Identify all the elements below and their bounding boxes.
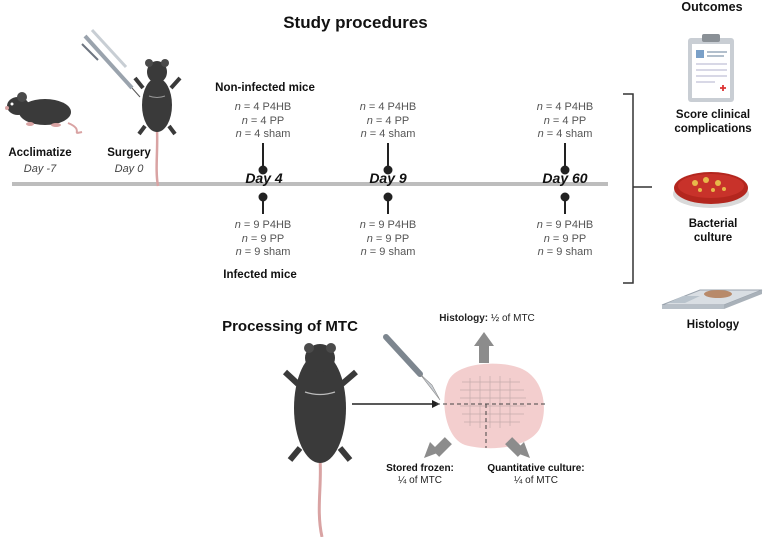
- surgery-day: Day 0: [114, 163, 144, 175]
- group-line: n = 9 sham: [235, 246, 291, 258]
- group-line: n = 4 P4HB: [234, 101, 292, 113]
- group-line: n = 9 P4HB: [234, 219, 292, 231]
- surgery-label: Surgery: [107, 147, 151, 159]
- microscope-slide-icon: [661, 289, 763, 309]
- group-line: n = 4 P4HB: [536, 101, 594, 113]
- day60-noninfected-groups: n = 4 P4HB n = 4 PP n = 4 sham: [527, 101, 603, 142]
- group-line: n = 9 PP: [241, 232, 285, 245]
- group-line: n = 9 sham: [360, 246, 416, 258]
- group-line: n = 4 PP: [241, 114, 285, 127]
- outcome-histology-label: Histology: [686, 319, 740, 331]
- quantitative-culture-label: Quantitative culture: ¼ of MTC: [487, 463, 585, 486]
- group-line: n = 4 sham: [360, 128, 416, 140]
- petri-dish-icon: [673, 172, 749, 208]
- group-line: n = 4 PP: [543, 114, 587, 127]
- group-line: n = 9 P4HB: [536, 219, 594, 231]
- histology-fraction-label: Histology: ½ of MTC: [439, 313, 535, 324]
- day4-infected-groups: n = 9 P4HB n = 9 PP n = 9 sham: [225, 219, 301, 260]
- group-line: n = 9 P4HB: [359, 219, 417, 231]
- group-line: n = 4 P4HB: [359, 101, 417, 113]
- mouse-top-icon: [133, 59, 182, 187]
- day9-label: Day 9: [369, 170, 407, 186]
- clipboard-icon: [688, 34, 734, 102]
- group-line: n = 4 PP: [366, 114, 410, 127]
- stored-frozen-label: Stored frozen: ¼ of MTC: [386, 463, 454, 486]
- mouse-dissection-icon: [282, 343, 358, 537]
- scalpel-icon: [383, 334, 441, 401]
- acclimatize-day: Day -7: [23, 163, 57, 175]
- noninfected-label: Non-infected mice: [215, 82, 315, 94]
- group-line: n = 4 sham: [537, 128, 593, 140]
- tissue-mesh-icon: [436, 363, 546, 449]
- acclimatize-label: Acclimatize: [8, 147, 72, 159]
- day9-noninfected-groups: n = 4 P4HB n = 4 PP n = 4 sham: [350, 101, 426, 142]
- processing-title: Processing of MTC: [222, 318, 358, 335]
- day60-markers: [560, 143, 570, 214]
- day4-label: Day 4: [245, 170, 283, 186]
- day60-label: Day 60: [542, 170, 588, 186]
- page-title: Study procedures: [283, 13, 428, 32]
- outcomes-title: Outcomes: [681, 0, 743, 14]
- group-line: n = 9 PP: [366, 232, 410, 245]
- infected-label: Infected mice: [223, 269, 297, 281]
- group-line: n = 9 sham: [537, 246, 593, 258]
- group-line: n = 9 PP: [543, 232, 587, 245]
- day9-infected-groups: n = 9 P4HB n = 9 PP n = 9 sham: [350, 219, 426, 260]
- day4-noninfected-groups: n = 4 P4HB n = 4 PP n = 4 sham: [225, 101, 301, 142]
- day60-infected-groups: n = 9 P4HB n = 9 PP n = 9 sham: [527, 219, 603, 260]
- day4-markers: [258, 143, 268, 214]
- day9-markers: [383, 143, 393, 214]
- syringe-icon: [81, 28, 141, 98]
- gray-arrows: [424, 332, 530, 458]
- mouse-side-icon: [5, 92, 83, 134]
- timeline-axis: [12, 182, 608, 186]
- outcomes-bracket: [623, 93, 634, 284]
- group-line: n = 4 sham: [235, 128, 291, 140]
